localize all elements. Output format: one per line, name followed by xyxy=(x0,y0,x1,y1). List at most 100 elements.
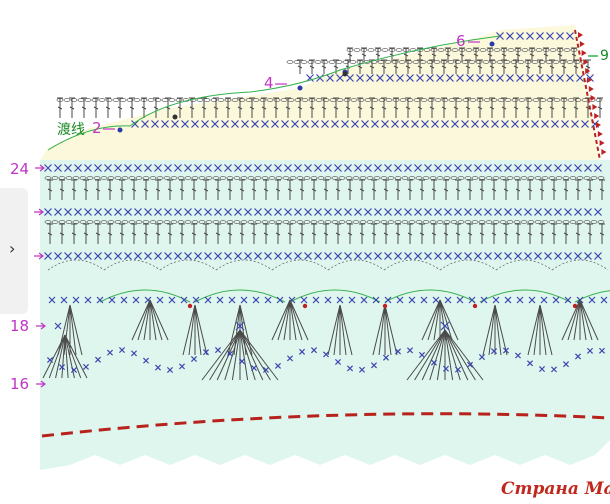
dc-stitch xyxy=(371,223,377,244)
edge-arc xyxy=(289,289,381,303)
fan-stitch xyxy=(427,299,441,341)
sc-stitch xyxy=(281,120,289,128)
dc-stitch xyxy=(239,179,245,200)
dc-stitch xyxy=(287,223,293,244)
dc-stitch xyxy=(539,223,545,244)
sc-stitch xyxy=(54,208,62,216)
chain-stitch xyxy=(91,98,99,102)
fan-stitch xyxy=(579,299,593,341)
chain-stitch xyxy=(217,98,225,102)
edge-arc xyxy=(574,290,610,303)
fan-stitch xyxy=(567,299,581,341)
sc-stitch xyxy=(584,252,592,260)
sc-stitch xyxy=(314,252,322,260)
dc-stitch xyxy=(417,47,423,62)
chain-stitch xyxy=(315,98,323,102)
fan-stitch xyxy=(69,304,83,356)
fan-stitch xyxy=(533,304,541,356)
chain-stitch xyxy=(555,220,563,224)
sc-stitch xyxy=(356,74,364,82)
sc-stitch xyxy=(576,74,584,82)
dc-stitch xyxy=(431,179,437,200)
chain-stitch xyxy=(535,48,543,52)
sc-stitch xyxy=(414,164,422,172)
dc-stitch xyxy=(95,223,101,244)
sc-stitch xyxy=(504,252,512,260)
sc-stitch xyxy=(544,252,552,260)
sc-stitch xyxy=(154,364,162,371)
fan-stitch xyxy=(143,299,151,341)
fan-stitch xyxy=(539,304,553,356)
sc-stitch xyxy=(284,208,292,216)
sc-stitch xyxy=(516,74,524,82)
chain-stitch xyxy=(349,60,357,64)
sc-stitch xyxy=(48,296,56,304)
sc-stitch xyxy=(274,362,282,369)
shell-stitch xyxy=(429,329,446,381)
sc-stitch xyxy=(538,365,546,373)
fan-stitch xyxy=(277,299,291,341)
sc-stitch xyxy=(421,120,429,128)
edge-marker xyxy=(592,104,598,110)
dc-stitch xyxy=(551,179,557,200)
chain-stitch xyxy=(590,220,598,224)
sc-stitch xyxy=(536,74,544,82)
chain-stitch xyxy=(338,220,346,224)
chain-stitch xyxy=(105,98,113,102)
chain-stitch xyxy=(395,48,403,52)
chain-stitch xyxy=(504,98,512,102)
sc-stitch xyxy=(264,164,272,172)
dc-stitch xyxy=(263,223,269,244)
dc-stitch xyxy=(107,223,113,244)
chain-stitch xyxy=(534,220,542,224)
sc-stitch xyxy=(44,252,52,260)
dc-stitch xyxy=(407,179,413,200)
dc-stitch xyxy=(597,97,603,118)
top-label-6: 6 xyxy=(456,32,466,50)
shell-stitch xyxy=(239,329,271,381)
chain-stitch xyxy=(114,220,122,224)
sc-stitch xyxy=(574,353,582,360)
sc-stitch xyxy=(94,252,102,260)
fan-stitch xyxy=(137,299,151,341)
sc-stitch xyxy=(562,361,570,368)
dc-stitch xyxy=(93,97,99,118)
fan-stitch xyxy=(149,299,169,341)
sc-stitch xyxy=(360,296,368,304)
sc-stitch xyxy=(96,296,104,304)
sc-stitch xyxy=(274,252,282,260)
sc-stitch xyxy=(384,296,392,304)
chain-stitch xyxy=(100,220,108,224)
chain-stitch xyxy=(307,60,315,64)
sc-stitch xyxy=(141,120,149,128)
sc-stitch xyxy=(494,164,502,172)
edge-marker xyxy=(601,149,607,155)
sc-stitch xyxy=(171,120,179,128)
chain-stitch xyxy=(303,220,311,224)
sc-stitch xyxy=(496,74,504,82)
dc-stitch xyxy=(347,179,353,200)
dc-stitch xyxy=(529,47,535,62)
sc-stitch xyxy=(584,164,592,172)
dc-stitch xyxy=(549,97,555,118)
sc-stitch xyxy=(114,164,122,172)
sidebar-toggle[interactable]: › xyxy=(0,188,28,314)
edge-arc xyxy=(194,289,286,303)
dc-stitch xyxy=(47,223,53,244)
sc-stitch xyxy=(516,296,524,304)
dc-stitch xyxy=(357,59,363,74)
chain-stitch xyxy=(364,98,372,102)
dc-stitch xyxy=(361,47,367,62)
top-label-4: 4 xyxy=(264,74,274,92)
sc-stitch xyxy=(541,120,549,128)
sc-stitch xyxy=(514,208,522,216)
sc-stitch xyxy=(74,208,82,216)
fan-stitch xyxy=(494,304,502,356)
sc-stitch xyxy=(178,363,186,370)
chain-stitch xyxy=(399,98,407,102)
sc-stitch xyxy=(184,164,192,172)
sc-stitch xyxy=(164,252,172,260)
shell-stitch xyxy=(61,334,66,379)
sc-stitch xyxy=(84,208,92,216)
dc-stitch xyxy=(441,97,447,118)
